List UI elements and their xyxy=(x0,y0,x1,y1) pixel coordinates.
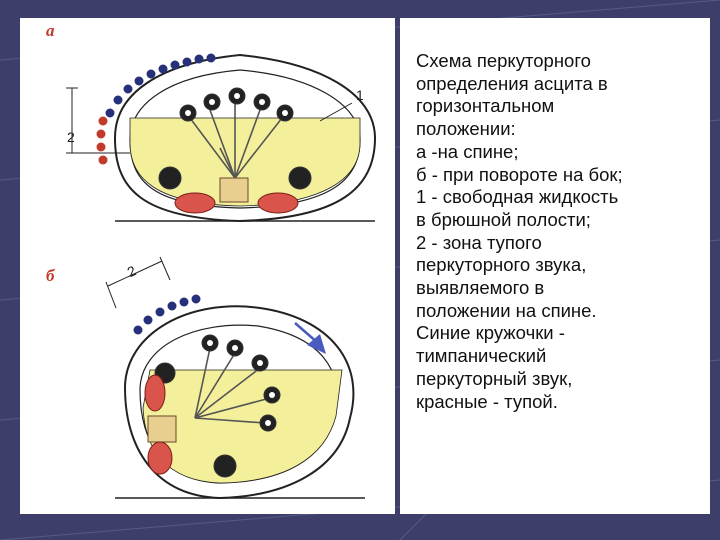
percussion-diagram: 2 1 xyxy=(66,53,377,500)
figure-b: 2 xyxy=(105,256,365,500)
caption-line: положении: xyxy=(416,118,516,140)
label-2-a: 2 xyxy=(67,129,75,145)
turn-arrow-icon xyxy=(294,322,326,354)
caption-line: красные - тупой. xyxy=(416,390,558,412)
caption-line: определения асцита в xyxy=(416,72,608,94)
caption-text: Схема перкуторного определения асцита в … xyxy=(416,50,706,413)
caption-line: Схема перкуторного xyxy=(416,50,591,71)
caption-line: положении на спине. xyxy=(416,299,597,321)
caption-line: б - при повороте на бок; xyxy=(416,163,623,185)
caption-line: Синие кружочки - xyxy=(416,322,565,344)
caption-line: в брюшной полости; xyxy=(416,208,591,230)
caption-line: перкуторного звука, xyxy=(416,254,587,276)
caption-line: выявляемого в xyxy=(416,277,545,299)
caption-line: 2 - зона тупого xyxy=(416,231,542,253)
figure-a: 2 1 xyxy=(66,53,377,223)
caption-line: 1 - свободная жидкость xyxy=(416,186,619,208)
figure-letter-b: б xyxy=(46,266,55,285)
caption-line: тимпанический xyxy=(416,345,547,367)
tympanic-dots-b xyxy=(133,294,201,335)
caption-line: перкуторный звук, xyxy=(416,367,573,389)
tympanic-dots-a xyxy=(105,53,216,118)
label-1: 1 xyxy=(356,87,364,103)
caption-line: а -на спине; xyxy=(416,140,519,162)
figure-panel: 2 1 xyxy=(20,18,395,514)
figure-letter-a: а xyxy=(46,21,55,40)
caption-panel: Схема перкуторного определения асцита в … xyxy=(400,18,710,514)
caption-line: горизонтальном xyxy=(416,95,555,117)
dull-dots-a xyxy=(96,116,108,165)
